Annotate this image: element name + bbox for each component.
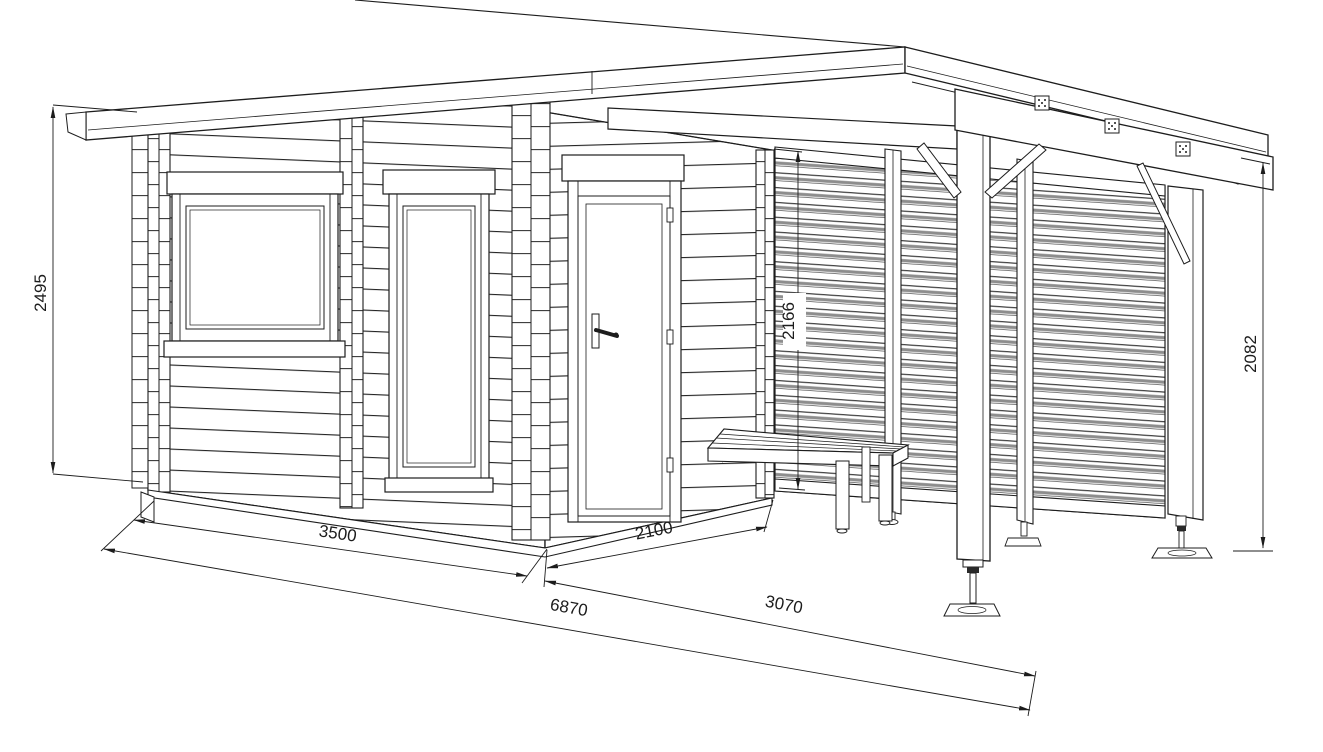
- dim-line: [103, 548, 1031, 711]
- dim-label: 3070: [764, 592, 805, 618]
- dimension-height-screen: 2166: [773, 148, 806, 491]
- knee-brace: [984, 143, 1047, 199]
- extension-line: [52, 104, 138, 113]
- bench-leg: [878, 454, 893, 522]
- door-hinge: [666, 457, 674, 473]
- dimension-height-right: 2082: [1233, 157, 1273, 552]
- canopy-beam: [954, 88, 1274, 191]
- dim-label: 6870: [549, 595, 590, 620]
- roof: [65, 0, 1269, 185]
- dimension-width-canopy: 3070: [544, 580, 1037, 717]
- door: [561, 154, 685, 523]
- log-cabin: [131, 96, 775, 558]
- end-post: [1151, 185, 1213, 559]
- adjustable-foot: [1004, 537, 1042, 547]
- dim-line: [544, 580, 1036, 677]
- corner-joint-middle: [339, 107, 364, 509]
- nail-plate: [1175, 141, 1191, 157]
- bench: [706, 428, 910, 534]
- extension-line: [1027, 670, 1037, 717]
- knee-brace: [916, 142, 962, 199]
- extension-line: [778, 487, 806, 491]
- corner-joint-near: [511, 96, 551, 541]
- window-large: [163, 171, 346, 358]
- dim-label: 2082: [1241, 335, 1260, 373]
- door-hinge: [666, 207, 674, 223]
- dim-label: 2495: [31, 274, 50, 312]
- nail-plates: [1034, 95, 1191, 157]
- nail-plate: [1104, 118, 1120, 134]
- door-handle: [591, 313, 619, 349]
- bench-leg: [861, 446, 871, 503]
- dimension-width-total: 6870: [103, 548, 1031, 711]
- extension-line: [763, 499, 774, 533]
- bench-leg: [835, 460, 850, 530]
- roof-edge-cap: [65, 111, 87, 141]
- dim-label: 3500: [318, 521, 358, 545]
- adjustable-foot: [1151, 515, 1213, 559]
- adjustable-foot: [943, 559, 1001, 617]
- window-tall: [382, 169, 496, 493]
- dim-label: 2166: [779, 302, 798, 340]
- door-hinge: [666, 329, 674, 345]
- dimension-height-left: 2495: [31, 104, 144, 483]
- nail-plate: [1034, 95, 1050, 111]
- extension-line: [52, 473, 144, 483]
- knee-brace: [1136, 162, 1191, 265]
- log-ends: [131, 131, 149, 489]
- extension-line: [100, 500, 155, 552]
